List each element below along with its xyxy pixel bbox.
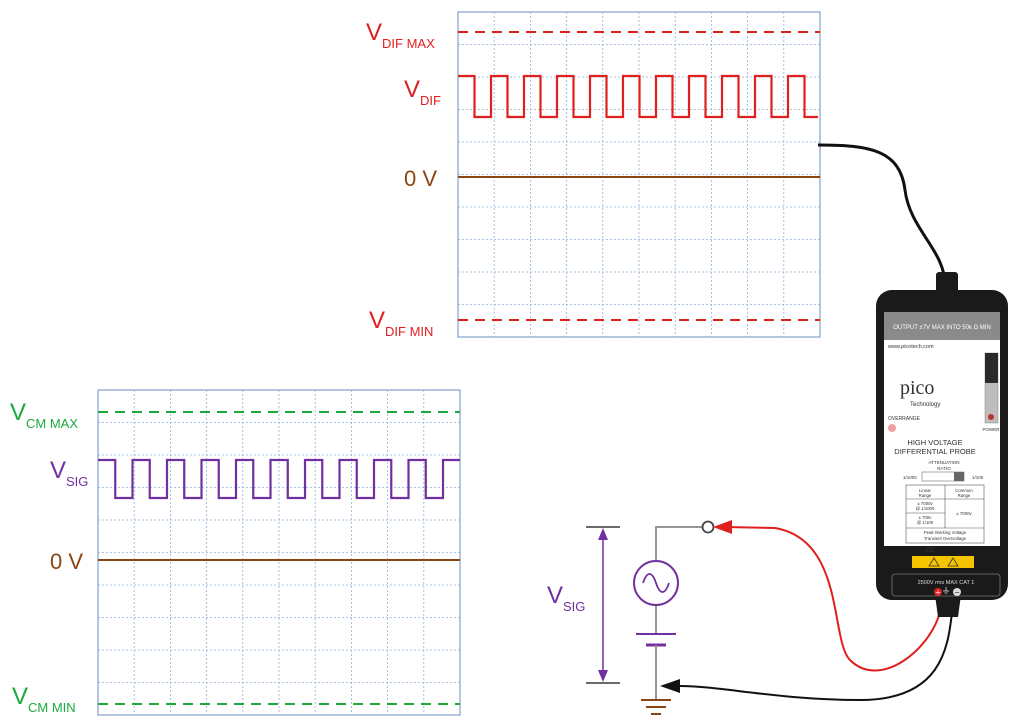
warning-icon [928, 557, 959, 567]
svg-text:± 7000v: ± 7000v [956, 511, 972, 516]
svg-text:Linear: Linear [919, 488, 932, 493]
input-terminal [701, 520, 715, 534]
vdif-min-label: VDIF MIN [369, 307, 433, 339]
pico-logo-text: pico [900, 377, 934, 399]
negative-input-jack[interactable] [953, 588, 961, 596]
svg-text:Transient Overvoltage: Transient Overvoltage [924, 536, 967, 541]
svg-text:Peak Working Voltage: Peak Working Voltage [924, 530, 967, 535]
vdif-max-label: VDIF MAX [366, 19, 435, 51]
differential-probe: OUTPUT ±7V MAX INTO 50k Ω MIN www.picote… [876, 272, 1008, 617]
pico-logo-sub: Technology [910, 402, 940, 408]
top-zero-label: 0 V [404, 166, 437, 191]
black-probe-lead [679, 611, 953, 702]
probe-title-line1: HIGH VOLTAGE [907, 438, 962, 447]
vcm-min-label: VCM MIN [12, 683, 76, 715]
power-label: POWER [982, 427, 1000, 432]
svg-text:Range: Range [919, 493, 932, 498]
probe-website: www.picotech.com [887, 344, 934, 350]
attenuation-right: 1/100 [972, 475, 984, 480]
bottom-oscilloscope [97, 389, 461, 716]
svg-text:± 7000v: ± 7000v [917, 501, 933, 506]
input-panel [891, 573, 1001, 597]
ce-mark: CE [926, 548, 934, 554]
black-lead-arrowhead [660, 679, 680, 693]
source-top-wire [655, 526, 702, 560]
svg-text:Range: Range [958, 493, 971, 498]
vdif-label: VDIF [404, 76, 441, 108]
top-oscilloscope [457, 11, 821, 338]
overrange-led [888, 424, 896, 432]
vsig-arrow-up [598, 528, 608, 540]
ground-symbol-icon [943, 587, 949, 594]
power-switch-knob[interactable] [985, 353, 998, 383]
vsig-arrow-down [598, 670, 608, 682]
vsig-label: VSIG [50, 457, 88, 489]
ground-icon [641, 699, 671, 715]
red-lead-arrowhead [713, 520, 732, 534]
attenuation-label-1: ATTENUATION [928, 460, 959, 465]
plus-icon: + [935, 589, 941, 597]
input-rating: 2500V rms MAX CAT 1 [918, 580, 975, 586]
circuit-vsig-label: VSIG [547, 582, 585, 614]
output-cable [817, 143, 947, 286]
svg-text:@ 1/100: @ 1/100 [917, 520, 934, 525]
overrange-label: OVERRANGE [888, 416, 921, 422]
minus-icon: − [954, 589, 960, 597]
svg-text:± 700v: ± 700v [919, 515, 933, 520]
probe-input-connector [935, 595, 961, 617]
vdif-square-wave [458, 74, 818, 119]
bottom-zero-label: 0 V [50, 549, 83, 574]
signal-circuit: VSIG [547, 520, 715, 715]
attenuation-slider-knob[interactable] [954, 472, 964, 481]
attenuation-left: 1/1000 [903, 475, 917, 480]
svg-text:@ 1/1000: @ 1/1000 [916, 506, 935, 511]
vsig-square-wave [98, 458, 460, 500]
probe-title-line2: DIFFERENTIAL PROBE [894, 447, 975, 456]
probe-header-panel [884, 312, 1000, 340]
warning-panel [912, 556, 974, 568]
top-scope-grid [458, 12, 820, 337]
ac-source-icon [633, 560, 679, 606]
probe-output-connector [936, 272, 958, 294]
probe-header-text: OUTPUT ±7V MAX INTO 50k Ω MIN [893, 325, 991, 331]
power-led [988, 414, 994, 420]
red-probe-lead [724, 526, 941, 672]
positive-input-jack[interactable] [934, 588, 942, 596]
svg-text:Common: Common [955, 488, 973, 493]
probe-spec-table: Linear Range Common Range ± 7000v @ 1/10… [905, 484, 985, 544]
attenuation-label-2: RATIO [937, 466, 951, 471]
vcm-max-label: VCM MAX [10, 399, 78, 431]
bottom-scope-grid [98, 390, 460, 715]
